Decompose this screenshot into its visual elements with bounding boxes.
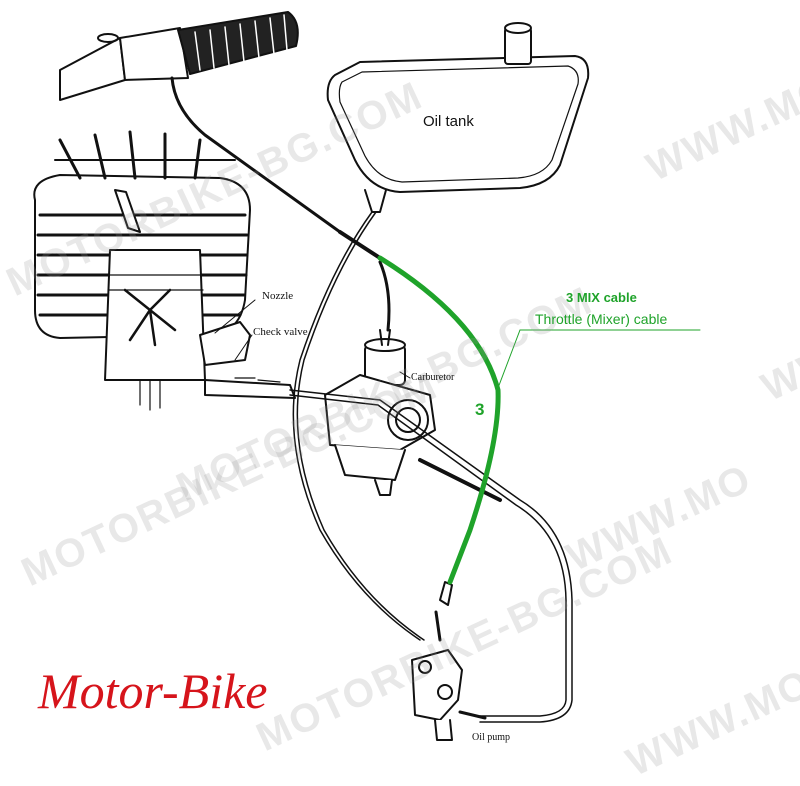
label-cable-number: 3 xyxy=(475,400,485,419)
throttle-grip xyxy=(177,11,299,75)
label-mix-cable-title: 3 MIX cable xyxy=(566,290,637,305)
handlebar xyxy=(59,27,189,101)
cable-throttle xyxy=(170,76,391,332)
brand-logo-text: Motor-Bike xyxy=(38,663,268,719)
oil-pump xyxy=(411,581,487,741)
carburetor xyxy=(324,329,436,496)
label-check-valve: Check valve xyxy=(253,326,308,338)
label-nozzle: Nozzle xyxy=(262,290,294,302)
label-carburetor: Carburetor xyxy=(411,372,455,383)
nozzle-check-valve xyxy=(199,299,296,399)
label-mix-cable-subtitle: Throttle (Mixer) cable xyxy=(535,311,668,327)
diagram-canvas xyxy=(33,11,701,741)
label-oil-pump: Oil pump xyxy=(472,732,511,743)
cable-oil-delivery xyxy=(289,389,573,723)
label-oil-tank: Oil tank xyxy=(423,113,474,130)
mix-cable-highlight xyxy=(377,255,701,585)
cylinder-engine xyxy=(33,130,251,411)
cable-oil-feed xyxy=(292,211,425,641)
